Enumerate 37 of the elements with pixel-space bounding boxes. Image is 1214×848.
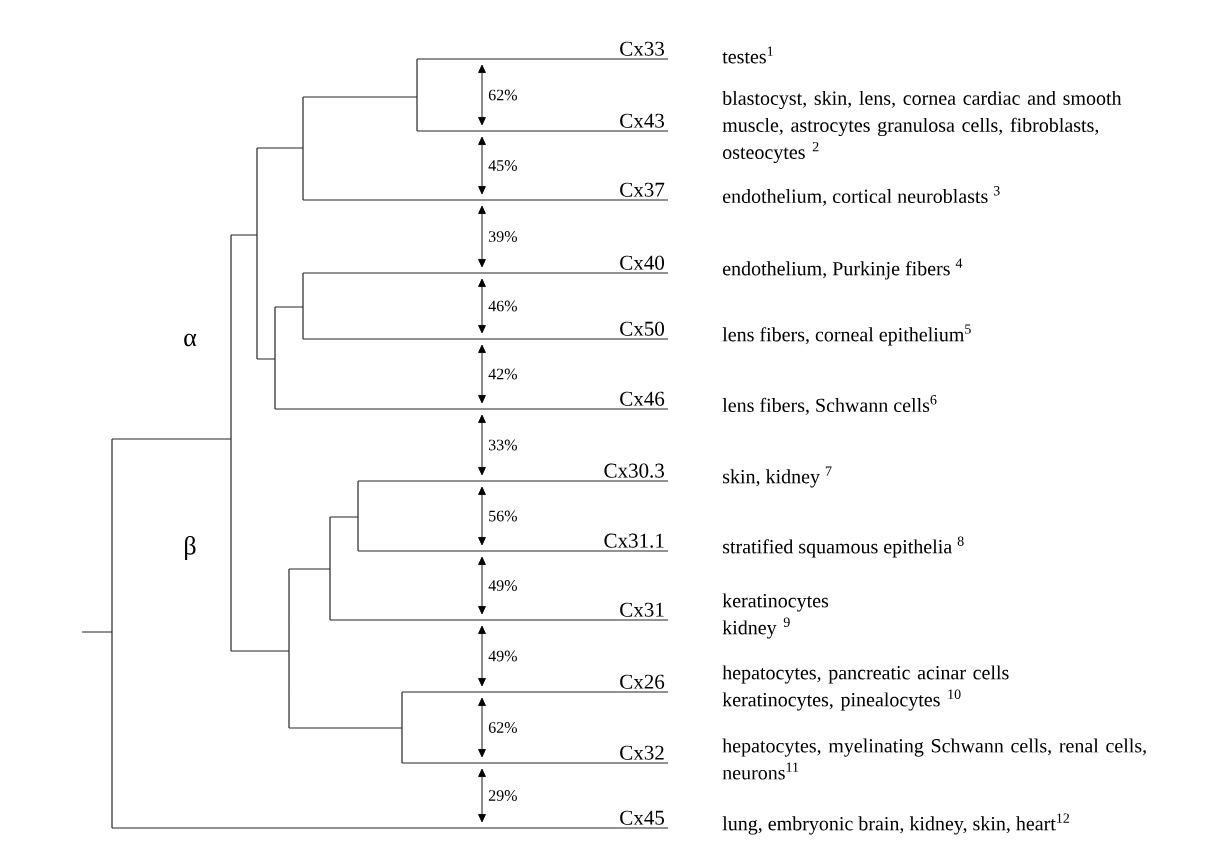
tissue-text: endothelium, Purkinje fibers $^{4}$ (723, 258, 963, 280)
percent-label: 49% (488, 650, 517, 662)
tissue-text: hepatocytes, myelinating Schwann cells, renal cells, neurons$^{11}$ (722, 738, 1146, 780)
tissue-text: endothelium, cortical neuroblasts $^{3}$ (723, 186, 1000, 206)
tissue-text: blastocyst, skin, lens, cornea cardiac and smooth muscle, astrocytes granulosa cells, fibroblasts, osteocytes $^{2}$ (722, 90, 1122, 164)
leaf-label: Cx40 (620, 255, 664, 270)
leaf-label: Cx30.3 (604, 463, 664, 478)
clade-label: β (185, 536, 196, 560)
tissue-text: skin, kidney $^{7}$ (723, 466, 832, 488)
leaf-label: Cx26 (620, 674, 665, 689)
tissue-text: hepatocytes, pancreatic acinar cells keratinocytes, pinealocytes $^{10}$ (722, 665, 1009, 711)
percent-label: 56% (489, 510, 517, 522)
tissue-text: lens fibers, corneal epithelium$^{5}$ (722, 324, 971, 346)
leaf-label: Cx32 (620, 745, 664, 760)
percent-label: 29% (488, 790, 517, 801)
percent-label: 45% (488, 160, 517, 171)
leaf-label: Cx31.1 (604, 533, 664, 548)
leaf-label: Cx31 (620, 602, 664, 617)
percent-label: 39% (489, 231, 517, 242)
percent-label: 49% (488, 580, 517, 591)
percent-label: 62% (488, 89, 517, 101)
leaf-label: Cx37 (620, 182, 665, 197)
leaf-label: Cx33 (620, 41, 664, 56)
leaf-label: Cx46 (620, 391, 665, 406)
tissue-text: testes$^{1}$ (722, 46, 773, 64)
clade-label: α (184, 333, 197, 347)
tissue-text: lens fibers, Schwann cells$^{6}$ (722, 395, 937, 415)
leaf-label: Cx50 (620, 321, 664, 336)
tissue-text: keratinocytes kidney $^{9}$ (722, 593, 829, 639)
percent-label: 33% (489, 439, 517, 451)
percent-label: 62% (488, 722, 517, 733)
leaf-label: Cx43 (620, 113, 664, 128)
percent-label: 42% (488, 368, 517, 380)
tissue-text: lung, embryonic brain, kidney, skin, heart$^{12}$ (722, 813, 1070, 835)
leaf-label: Cx45 (620, 810, 664, 825)
tissue-text: stratified squamous epithelia $^{8}$ (723, 536, 964, 558)
percent-label: 46% (488, 300, 517, 312)
